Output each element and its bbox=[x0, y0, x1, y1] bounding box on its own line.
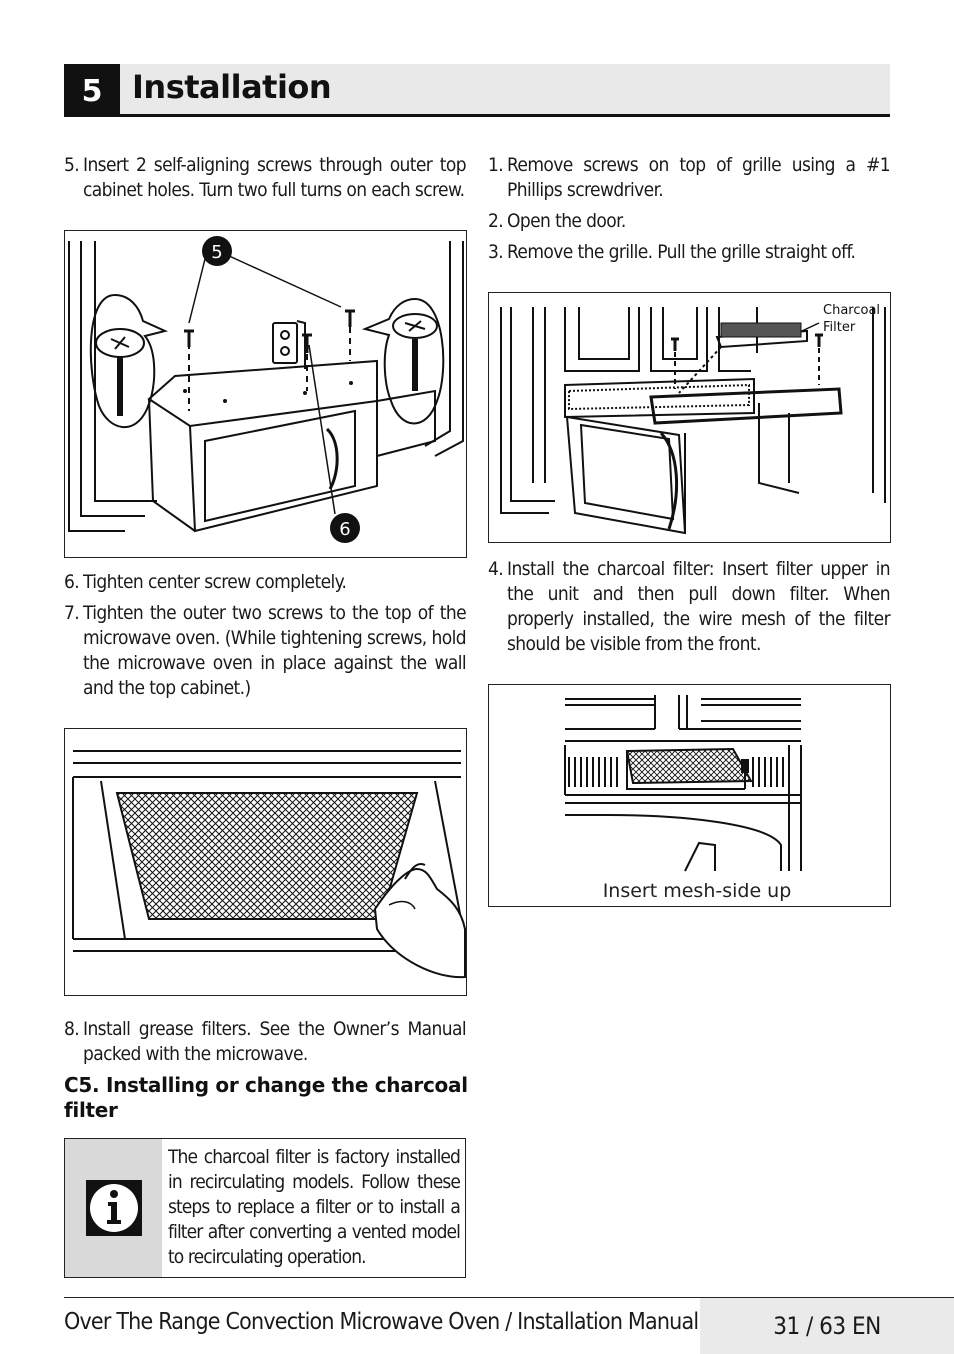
grease-filter-illustration bbox=[72, 750, 466, 979]
section-title: Installation bbox=[132, 68, 332, 106]
insert-filter-illustration: Insert mesh-side up bbox=[564, 695, 802, 902]
step-3: 3. Remove the grille. Pull the grille st… bbox=[488, 241, 856, 263]
grille-removal-illustration: Charcoal Filter bbox=[500, 303, 886, 535]
info-icon bbox=[85, 1180, 142, 1236]
footer-divider bbox=[64, 1297, 954, 1298]
callout-5-label: 5 bbox=[211, 242, 222, 263]
callout-6-label: 6 bbox=[339, 519, 350, 540]
callout-6-badge bbox=[330, 513, 360, 543]
info-note: The charcoal filter is factory installed… bbox=[64, 1138, 466, 1278]
charcoal-filter-label-2: Filter bbox=[823, 320, 856, 335]
step-5: 5. Insert 2 self-aligning screws through… bbox=[64, 154, 467, 201]
figure-screw-installation: 5 6 bbox=[64, 230, 467, 558]
figure-grease-filter bbox=[64, 728, 467, 996]
step-6: 6. Tighten center screw completely. bbox=[64, 571, 347, 593]
step-4: 4. Install the charcoal filter: Insert f… bbox=[488, 558, 891, 655]
footer-document-title: Over The Range Convection Microwave Oven… bbox=[64, 1309, 699, 1335]
section-number: 5 bbox=[64, 64, 120, 114]
step-7: 7. Tighten the outer two screws to the t… bbox=[64, 602, 467, 699]
step-2: 2. Open the door. bbox=[488, 210, 626, 232]
page-number: 31 / 63 EN bbox=[700, 1298, 954, 1354]
step-8: 8. Install grease filters. See the Owner… bbox=[64, 1018, 467, 1065]
charcoal-filter-label-1: Charcoal bbox=[823, 303, 880, 318]
figure-grille-removal: Charcoal Filter bbox=[488, 292, 891, 543]
step-1: 1. Remove screws on top of grille using … bbox=[488, 154, 891, 201]
info-note-text: The charcoal filter is factory installed… bbox=[168, 1146, 461, 1268]
info-note-icon-panel bbox=[65, 1139, 162, 1277]
insert-mesh-caption: Insert mesh-side up bbox=[603, 880, 792, 902]
subsection-heading: C5. Installing or change the charcoal fi… bbox=[64, 1073, 468, 1122]
figure-insert-filter: Insert mesh-side up bbox=[488, 684, 891, 907]
callout-5-badge bbox=[202, 236, 232, 266]
section-header: 5 Installation bbox=[64, 64, 890, 117]
screw-installation-illustration: 5 6 bbox=[68, 236, 464, 543]
